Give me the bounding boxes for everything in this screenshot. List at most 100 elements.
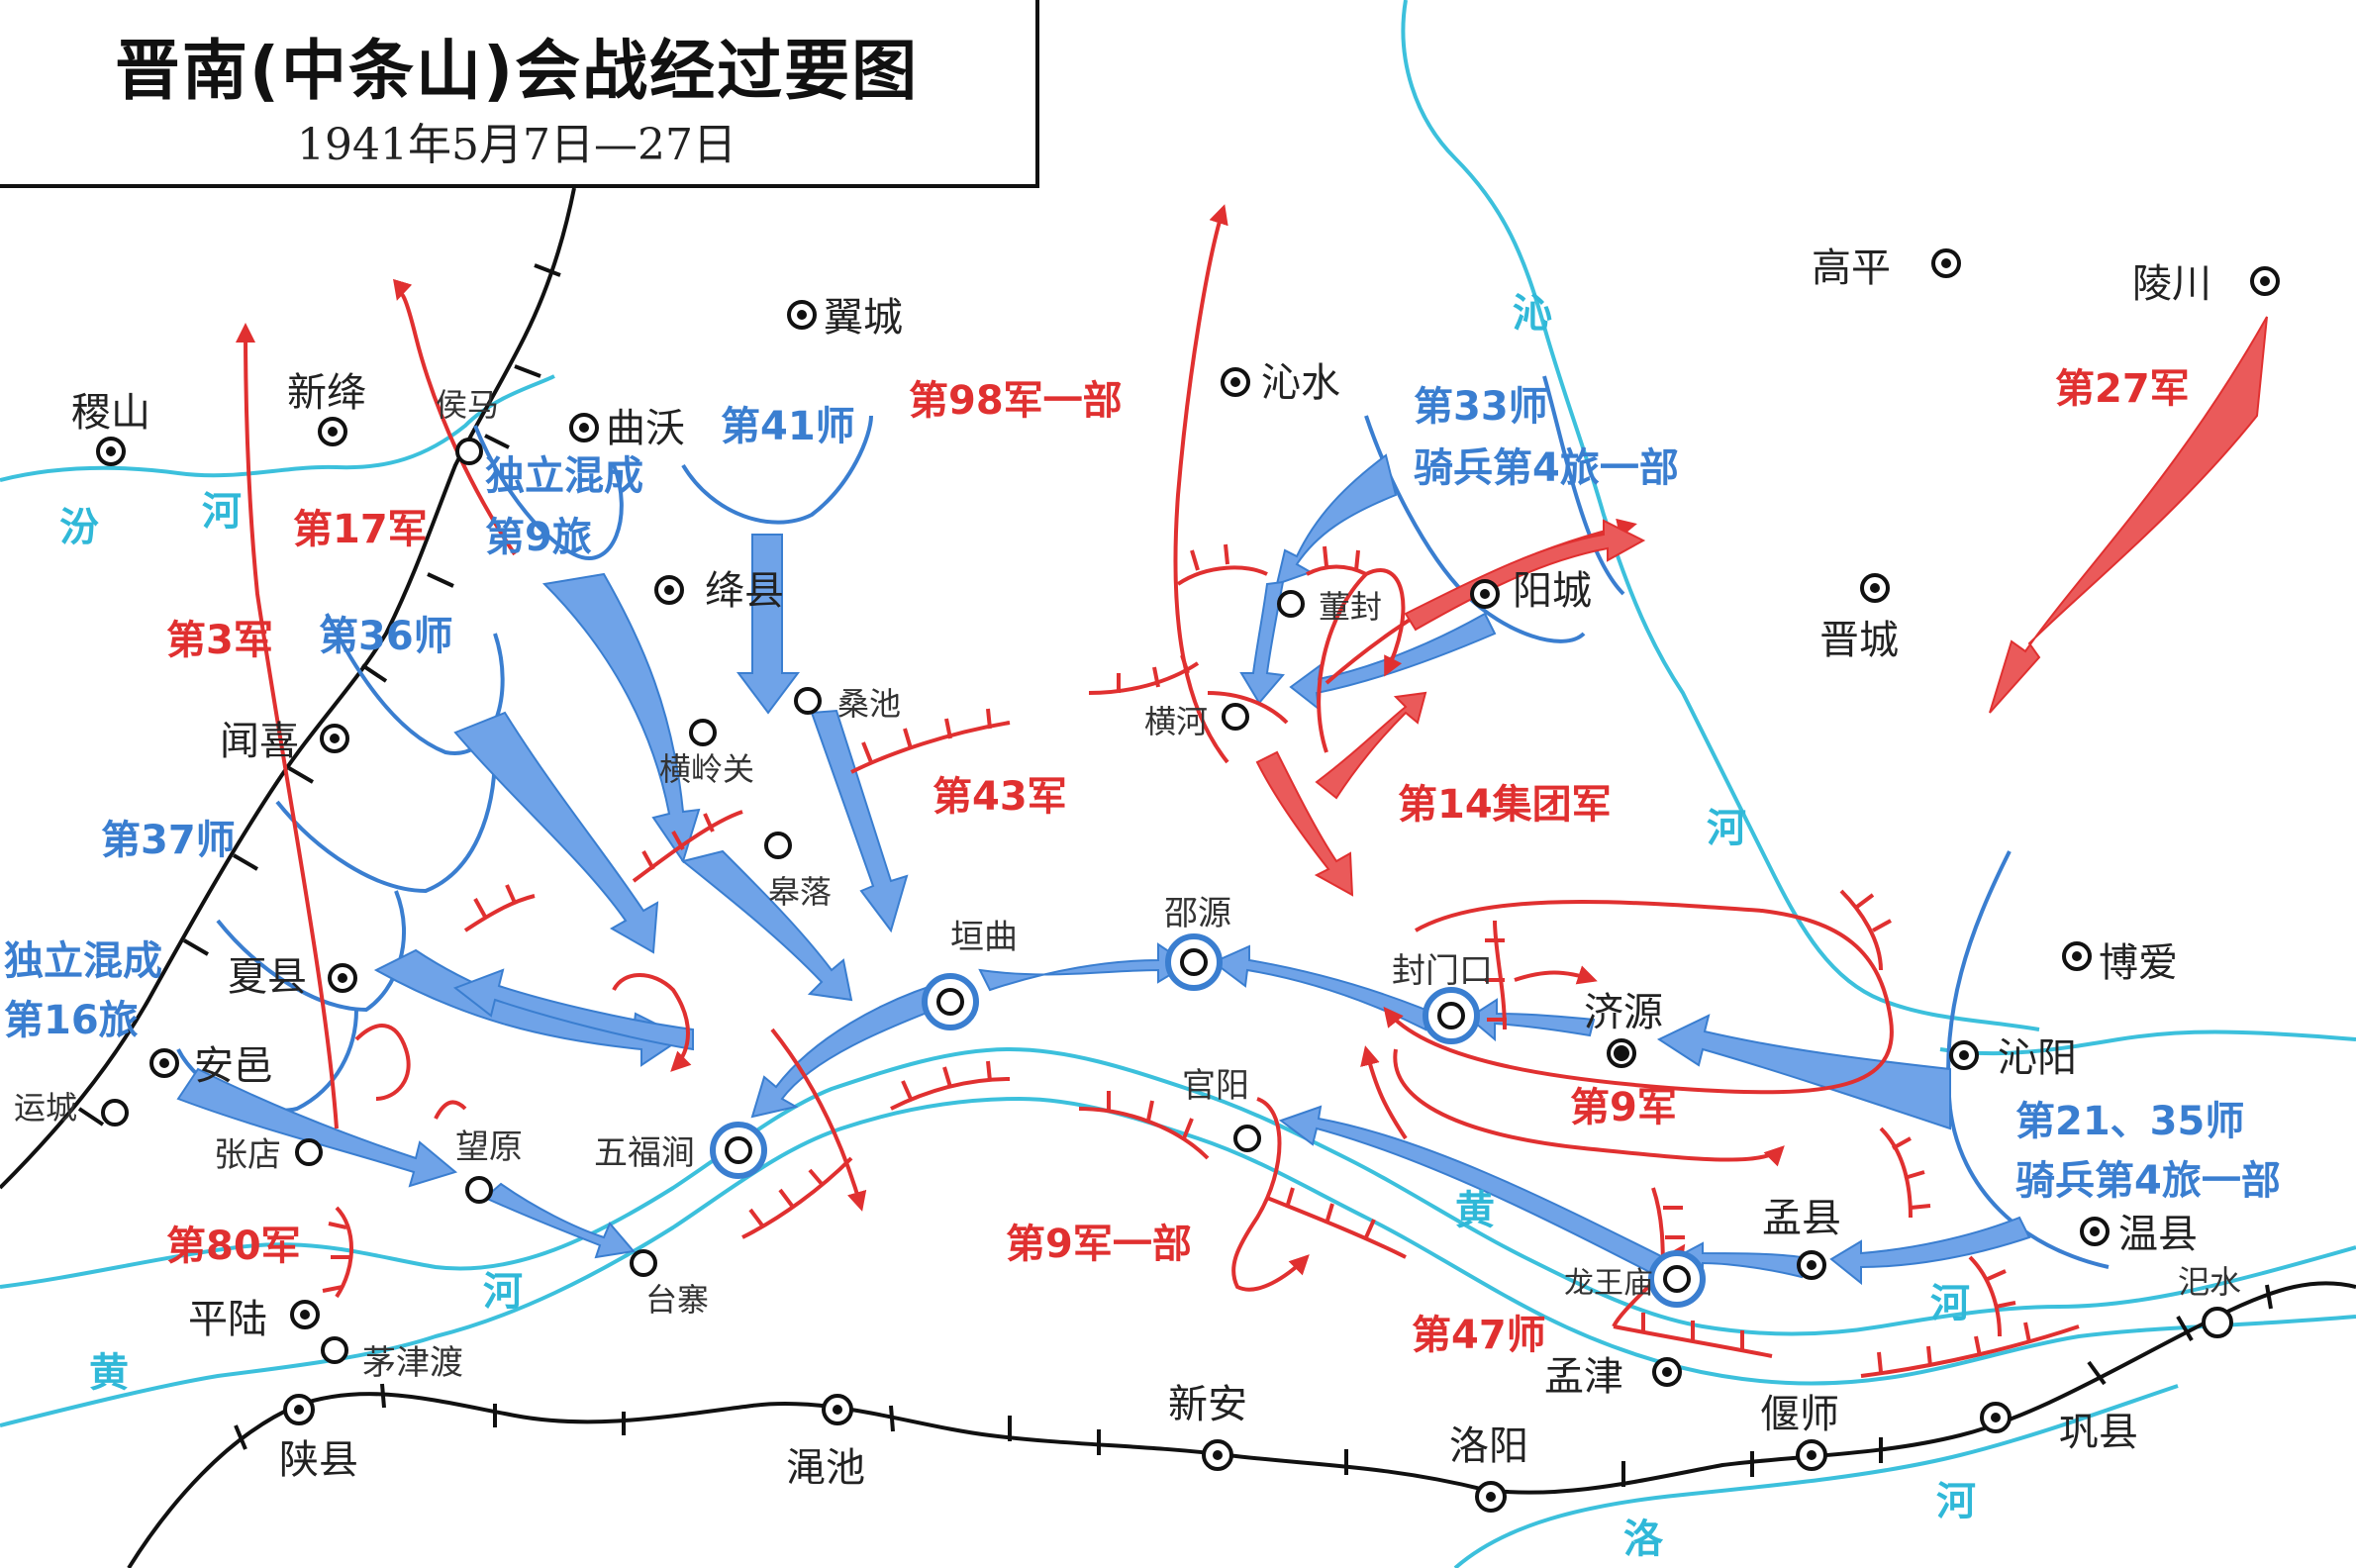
- place-yuanqu: 垣曲: [950, 918, 1018, 957]
- arrow-wufu-west: [452, 968, 694, 1051]
- place-longwangmiao: 龙王庙: [1564, 1266, 1653, 1301]
- place-jishan: 稷山: [71, 390, 150, 436]
- river-label-luo-he: 河: [1936, 1479, 1976, 1524]
- arrow-qinyang-west: [1656, 1014, 1951, 1130]
- place-wangyuan: 望原: [455, 1127, 523, 1167]
- arrow-27th-army: [1989, 316, 2268, 714]
- unit-jp-ind-mixed-16-a: 独立混成: [4, 938, 162, 984]
- place-houma: 侯马: [436, 386, 499, 424]
- chinese-defensive-lines: [335, 564, 2080, 1378]
- luo-river: [1453, 1384, 2179, 1568]
- unit-9th-army-part: 第9军一部: [1006, 1222, 1192, 1267]
- arrow-9th-army-part-loop: [1231, 1097, 1310, 1292]
- arrow-dongfeng-south: [1239, 580, 1285, 705]
- place-sishui: 汜水: [2178, 1263, 2241, 1301]
- place-gongxian: 巩县: [2059, 1410, 2138, 1455]
- unit-jp-ind-mixed-16-b: 第16旅: [4, 998, 139, 1043]
- railway-ticks: [77, 263, 2273, 1487]
- place-labels: 稷山 新绛 侯马 曲沃 翼城 绛县 闻喜 横岭关 桑池 皋落 夏县 安邑 运城 …: [14, 245, 2241, 1491]
- yellow-river-east: [1939, 1029, 2356, 1056]
- place-maojindu: 茅津渡: [362, 1343, 463, 1383]
- place-gaoping: 高平: [1812, 245, 1891, 291]
- arrow-17th-army-north: [236, 323, 339, 1129]
- arrow-houma-south: [541, 572, 701, 864]
- unit-labels: 第98军一部 第17军 第3军 第43军 第14集团军 第27军 第9军 第9军…: [4, 366, 2281, 1358]
- arrow-fengmen-loop-east: [1383, 900, 1894, 1095]
- yellow-river-north: [0, 1046, 2356, 1336]
- arrow-wenxi-east: [453, 711, 659, 954]
- place-boai: 博爱: [2099, 940, 2178, 986]
- river-labels: 汾 河 沁 河 黄 河 黄 河 洛 河: [59, 291, 1976, 1562]
- arrow-14th-group-south: [1255, 750, 1354, 897]
- title-box: 晋南(中条山)会战经过要图 1941年5月7日—27日: [0, 0, 1039, 188]
- arrow-guanyang-loop: [1393, 1048, 1785, 1167]
- map-title: 晋南(中条山)会战经过要图: [114, 33, 920, 109]
- place-yicheng: 翼城: [824, 295, 903, 341]
- river-label-huang-west: 黄: [89, 1350, 129, 1396]
- river-label-luo: 洛: [1623, 1517, 1664, 1562]
- place-luoyang: 洛阳: [1449, 1423, 1528, 1469]
- place-taizhai: 台寨: [645, 1281, 709, 1319]
- arrow-guanyang-north: [1360, 1045, 1408, 1140]
- unit-17th-army: 第17军: [293, 507, 428, 552]
- unit-9th-army: 第9军: [1570, 1085, 1677, 1130]
- arrow-fengmen-west: [1212, 944, 1426, 1031]
- place-wenxi: 闻喜: [220, 719, 299, 764]
- place-anyi: 安邑: [194, 1043, 273, 1089]
- chinese-block-arrows: [1255, 316, 2268, 897]
- qin-river: [1401, 0, 2040, 1031]
- place-xinjiang: 新绛: [287, 370, 366, 416]
- arrow-14th-group-ne-block: [1315, 691, 1427, 800]
- place-hengling: 横岭关: [659, 750, 754, 788]
- arrow-3rd-army-north: [393, 278, 517, 556]
- place-quwo: 曲沃: [606, 406, 685, 451]
- arrow-anyi-southeast: [176, 1067, 458, 1188]
- place-jiangxian: 绛县: [705, 568, 784, 614]
- place-guanyang: 官阳: [1182, 1066, 1249, 1106]
- river-label-huang-east-he: 河: [1930, 1281, 1970, 1326]
- arrow-wufu-south: [770, 1028, 867, 1212]
- place-shanxian: 陕县: [279, 1437, 358, 1483]
- unit-14th-group-army: 第14集团军: [1398, 782, 1612, 828]
- unit-27th-army: 第27军: [2055, 366, 2190, 412]
- unit-jp-37th-division: 第37师: [101, 818, 236, 863]
- place-henghe: 横河: [1144, 703, 1208, 740]
- unit-jp-33rd-division: 第33师: [1414, 384, 1548, 430]
- arrow-jiangxian-south: [736, 534, 800, 715]
- unit-jp-cavalry-4-part-north: 骑兵第4旅一部: [1414, 445, 1679, 491]
- unit-jp-ind-mixed-9-b: 第9旅: [485, 515, 592, 560]
- place-xiaxian: 夏县: [228, 954, 307, 1000]
- arrow-qinshui-southwest: [1275, 453, 1398, 586]
- unit-47th-division: 第47师: [1412, 1313, 1546, 1358]
- place-qinshui: 沁水: [1261, 360, 1340, 406]
- arrow-sangchi-south: [810, 709, 909, 933]
- place-yuncheng: 运城: [14, 1089, 77, 1127]
- place-dongfeng: 董封: [1319, 588, 1382, 626]
- arrow-yuanqu-arc-west: [750, 978, 962, 1119]
- arrow-xiaxian-loop: [612, 973, 692, 1072]
- place-mianchi: 渑池: [786, 1445, 865, 1491]
- river-label-qin-he: 河: [1707, 806, 1746, 851]
- river-label-qin: 沁: [1513, 291, 1552, 337]
- yellow-river-south: [0, 1096, 2356, 1427]
- arrow-wangyuan-taizhai: [483, 1182, 636, 1259]
- arrow-14th-group-loop: [1317, 568, 1406, 753]
- unit-jp-cavalry-4-part-south: 骑兵第4旅一部: [2015, 1158, 2281, 1204]
- arrow-wenxian-west: [1829, 1216, 2031, 1286]
- place-qinyang: 沁阳: [1998, 1035, 2077, 1081]
- place-fengmenkou: 封门口: [1392, 951, 1493, 991]
- unit-jp-36th-division: 第36师: [319, 614, 453, 659]
- river-label-fen: 汾: [59, 505, 99, 550]
- arrow-fengmen-east: [1514, 965, 1598, 985]
- place-mengjin: 孟津: [1544, 1354, 1623, 1400]
- place-jincheng: 晋城: [1819, 618, 1899, 663]
- river-label-huang-west-he: 河: [483, 1269, 523, 1315]
- unit-jp-ind-mixed-9-a: 独立混成: [485, 453, 643, 499]
- unit-80th-army: 第80军: [166, 1224, 301, 1269]
- place-yangcheng: 阳城: [1513, 568, 1592, 614]
- place-wenxian: 温县: [2118, 1212, 2198, 1257]
- river-label-fen-he: 河: [202, 489, 242, 535]
- place-mengxian: 孟县: [1762, 1196, 1841, 1241]
- place-jiyuan: 济源: [1584, 990, 1663, 1035]
